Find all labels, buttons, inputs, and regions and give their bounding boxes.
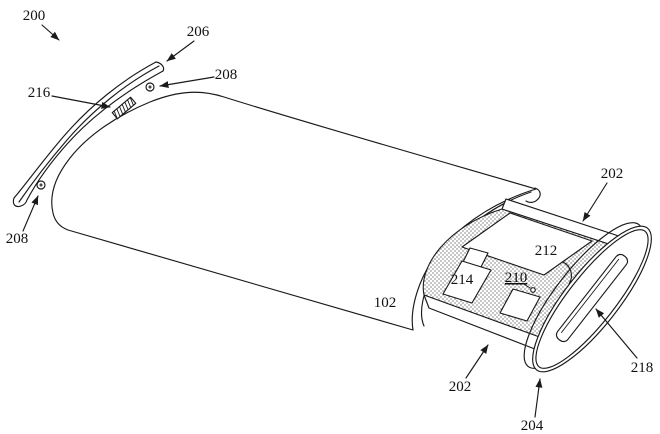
cap-outer-edge-2 — [18, 65, 160, 203]
right-end-cap — [523, 222, 652, 373]
ref-label-204: 204 — [521, 418, 544, 434]
ref-label-210: 210 — [505, 270, 528, 286]
leader-218 — [595, 308, 638, 359]
ref-label-214: 214 — [451, 272, 474, 288]
ref-label-206: 206 — [187, 24, 210, 40]
component-214 — [442, 260, 492, 304]
button-208-bottom — [36, 180, 46, 190]
reference-labels: 200 206 208 216 208 102 202 212 214 210 202 204 218 — [6, 8, 654, 434]
component-212 — [461, 212, 593, 276]
connector-slot-218 — [555, 253, 629, 343]
sim-tray — [422, 198, 641, 352]
ref-label-102: 102 — [374, 295, 397, 311]
leader-216 — [51, 95, 111, 109]
left-end-cap — [12, 61, 165, 208]
ref-label-202: 202 — [449, 379, 472, 395]
speaker-slot-216 — [111, 96, 137, 120]
cap-bottom-tip — [12, 197, 28, 208]
button-208-bottom-dot — [39, 183, 43, 187]
callout-leaders — [22, 24, 638, 418]
cap-outer-edge — [13, 61, 157, 199]
rolled-edge-detail — [562, 261, 572, 285]
ref-label-200: 200 — [23, 8, 46, 24]
ref-label-212: 212 — [535, 243, 558, 259]
leader-208-bottom — [22, 195, 39, 232]
component-small-lower — [499, 288, 541, 322]
ref-label-218: 218 — [631, 360, 654, 376]
ref-label-216: 216 — [28, 85, 51, 101]
button-208-top-dot — [148, 85, 152, 89]
leader-200 — [41, 24, 60, 41]
opening-rim-curl — [525, 187, 541, 203]
cap-face-inner-ring — [535, 229, 649, 369]
leader-204 — [534, 378, 543, 418]
leader-202-bottom — [465, 344, 489, 379]
leader-208-top — [159, 76, 215, 89]
leader-206 — [166, 40, 195, 62]
ref-label-208: 208 — [215, 67, 238, 83]
leader-202-top — [582, 182, 608, 222]
pin-210 — [530, 287, 536, 293]
cap-top-tip — [155, 61, 165, 72]
ref-label-208: 208 — [6, 231, 29, 247]
ref-label-202: 202 — [601, 166, 624, 182]
button-208-top — [145, 82, 155, 92]
body-outline — [51, 91, 537, 331]
leader-210 — [523, 283, 531, 289]
